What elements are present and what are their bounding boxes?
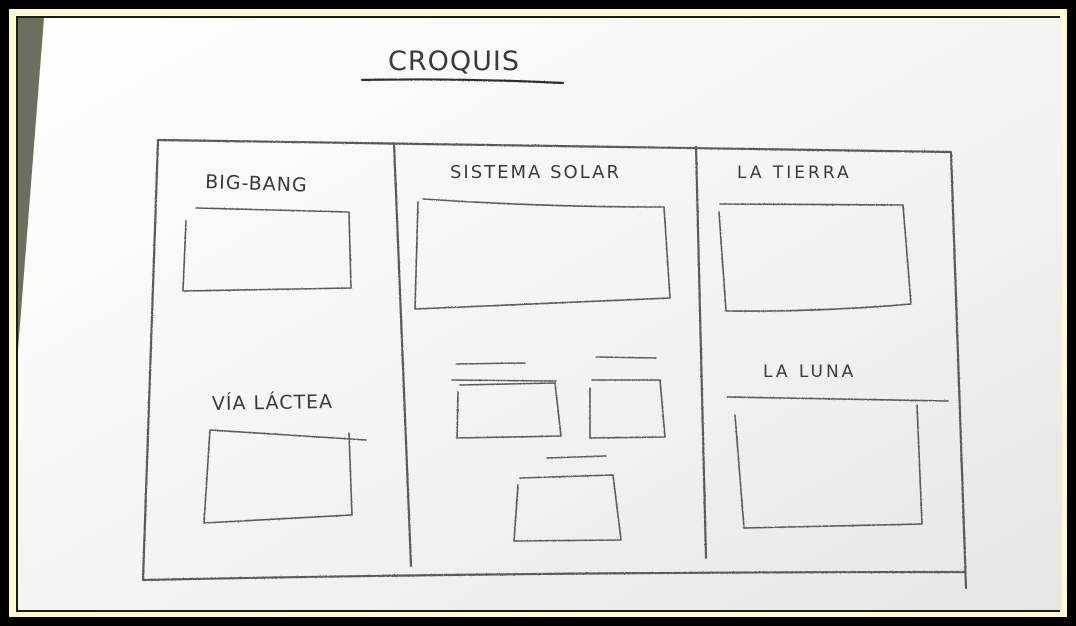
planet-image-box-3 xyxy=(513,474,622,542)
la-tierra-image-box xyxy=(718,203,912,312)
section-label-la-tierra: LA TIERRA xyxy=(737,163,852,183)
la-luna-image-box xyxy=(726,396,949,529)
big-bang-image-box xyxy=(182,207,352,292)
sistema-solar-image-box xyxy=(414,198,671,310)
outer-border-right xyxy=(949,150,968,590)
title-underline xyxy=(360,78,565,85)
section-label-big-bang: BIG-BANG xyxy=(205,171,308,197)
section-label-sistema-solar: SISTEMA SOLAR xyxy=(450,162,621,183)
column-divider-1 xyxy=(392,141,413,568)
outer-border-top xyxy=(156,138,953,154)
planet-caption-line-1 xyxy=(455,362,526,365)
planet-image-box-1 xyxy=(456,382,562,439)
section-label-via-lactea: VÍA LÁCTEA xyxy=(212,390,334,415)
section-label-la-luna: LA LUNA xyxy=(763,362,856,382)
planet-caption-line-3 xyxy=(451,379,557,382)
outer-border-bottom xyxy=(141,570,966,582)
column-divider-2 xyxy=(694,145,708,560)
planet-image-box-2 xyxy=(589,379,666,439)
sketch-title: CROQUIS xyxy=(388,46,520,77)
planet-caption-line-2 xyxy=(595,356,657,359)
planet-caption-line-4 xyxy=(546,455,607,459)
paper-sheet xyxy=(18,18,1062,610)
outer-border-left xyxy=(141,138,160,582)
via-lactea-image-box xyxy=(203,429,367,524)
